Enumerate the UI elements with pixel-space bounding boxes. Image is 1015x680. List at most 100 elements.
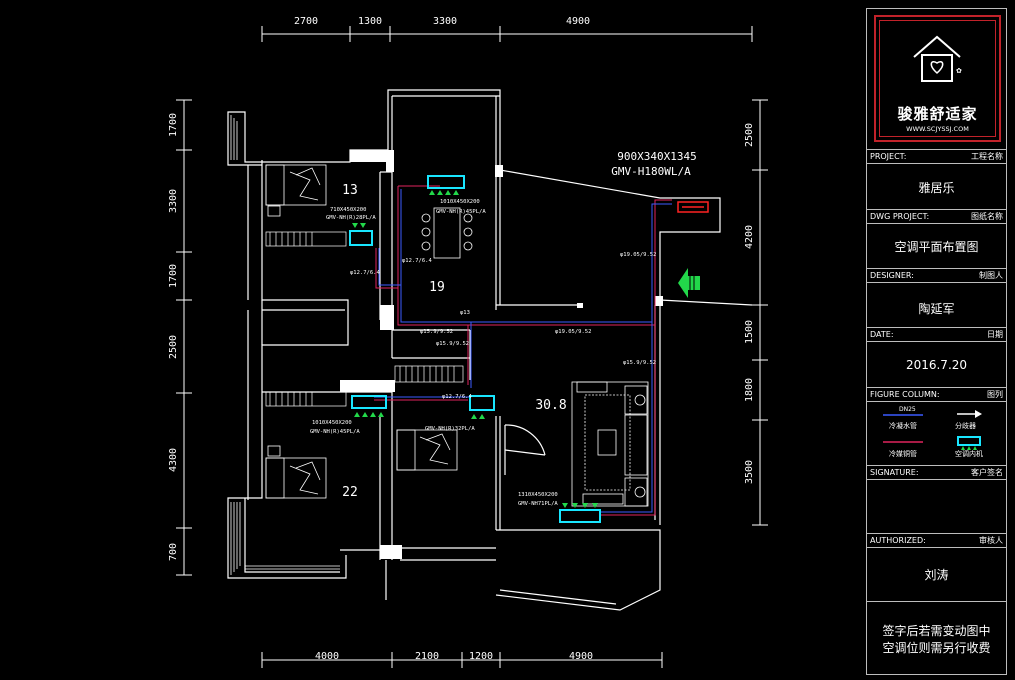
unit2-size: 1010X450X200: [440, 199, 480, 205]
outdoor-unit-size: 900X340X1345: [617, 150, 696, 163]
project-header: PROJECT: 工程名称: [867, 149, 1006, 164]
wall-columns: [340, 150, 663, 559]
legend-branch: 分歧器: [955, 422, 976, 430]
unit2-model: GMV-NH(R)45PL/A: [436, 209, 486, 215]
unit5-model: GMV-NH71PL/A: [518, 501, 558, 507]
dim-top-4: 4900: [566, 16, 590, 27]
figure-label-en: FIGURE COLUMN:: [870, 390, 940, 399]
unit5-size: 1310X450X200: [518, 492, 558, 498]
room-label-13: 13: [342, 183, 358, 198]
change-fee-note: 签字后若需变动图中 空调位则需另行收费: [867, 623, 1006, 657]
pipe-label-10: φ13: [460, 310, 470, 316]
figure-label-cn: 图列: [987, 390, 1003, 399]
outdoor-unit-model: GMV-H180WL/A: [611, 165, 691, 178]
bed-upper: [265, 164, 327, 217]
logo-company-name: 骏雅舒适家: [897, 105, 978, 123]
svg-text:✿: ✿: [956, 67, 962, 75]
floor-plan-drawing: 2700 1300 3300 4900 4000 2100 1200 4900 …: [168, 16, 768, 668]
condensate-pipe: [374, 189, 672, 513]
dim-left-4: 2500: [168, 335, 179, 359]
room-label-22: 22: [342, 485, 358, 500]
pipe-label-2: φ12.7/6.4: [350, 270, 380, 276]
indoor-unit-legend-icon: [957, 436, 981, 450]
dim-top-3: 3300: [433, 16, 457, 27]
living-room-sofa: [571, 381, 649, 507]
dim-bottom-2: 2100: [415, 651, 439, 662]
balcony-hatch: [230, 115, 340, 575]
pipe-label-5: φ15.9/9.52: [436, 341, 469, 347]
date-value: 2016.7.20: [905, 358, 968, 372]
dining-table: [421, 207, 473, 259]
pipe-label-4: φ15.9/9.52: [420, 329, 453, 335]
dwg-label-en: DWG PROJECT:: [870, 212, 930, 221]
indoor-unit-middle: [469, 395, 495, 411]
logo-inner-frame: [879, 20, 996, 137]
dim-right-3: 1500: [744, 320, 755, 344]
dim-bottom-1: 4000: [315, 651, 339, 662]
authorized-label-en: AUTHORIZED:: [870, 536, 926, 545]
indoor-unit-bedroom13: [349, 230, 373, 246]
unit1-size: 710X450X200: [330, 207, 366, 213]
legend-pipe-code: DN25: [899, 406, 916, 413]
indoor-unit-bedroom22: [351, 395, 387, 409]
unit3-size: 1010X450X200: [312, 420, 352, 426]
unit1-model: GMV-NH(R)28PL/A: [326, 215, 376, 221]
project-label-cn: 工程名称: [971, 152, 1003, 161]
pipe-label-1: φ12.7/6.4: [402, 258, 432, 264]
drawing-name-header: DWG PROJECT: 图纸名称: [867, 209, 1006, 224]
dwg-label-cn: 图纸名称: [971, 212, 1003, 221]
signature-label-en: SIGNATURE:: [870, 468, 919, 477]
bed-middle: [396, 429, 458, 471]
dim-bottom-4: 4900: [569, 651, 593, 662]
top-dimension-chain: [261, 26, 753, 42]
figure-column-header: FIGURE COLUMN: 图列: [867, 387, 1006, 402]
date-label-en: DATE:: [870, 330, 894, 339]
pipe-label-8: φ12.7/6.4: [442, 394, 472, 400]
legend-copper: 冷媒铜管: [889, 450, 917, 458]
legend-indoor-unit: 空调内机: [955, 450, 983, 458]
title-block: ✿ 骏雅舒适家 WWW.SCJYSSJ.COM PROJECT: 工程名称 雅居…: [866, 8, 1007, 675]
note-line-2: 空调位则需另行收费: [882, 641, 991, 655]
dim-left-2: 3300: [168, 189, 179, 213]
room-label-30: 30.8: [535, 398, 566, 413]
condensate-pipe-legend-icon: [883, 414, 923, 416]
project-value: 雅居乐: [918, 181, 955, 195]
authorized-label-cn: 审核人: [979, 536, 1003, 545]
wardrobe-hatch: [265, 231, 464, 407]
designer-value: 陶延军: [918, 302, 955, 316]
dim-right-5: 3500: [744, 460, 755, 484]
authorized-header: AUTHORIZED: 审核人: [867, 533, 1006, 548]
authorized-value: 刘涛: [924, 568, 949, 582]
walls: [227, 89, 753, 611]
house-icon: ✿: [913, 35, 962, 82]
note-divider: [867, 601, 1006, 602]
signature-header: SIGNATURE: 客户签名: [867, 465, 1006, 480]
room-label-19: 19: [429, 280, 445, 295]
airflow-arrows: [352, 190, 598, 508]
pipe-label-3: φ19.05/9.52: [620, 252, 656, 258]
dim-top-1: 2700: [294, 16, 318, 27]
designer-label-cn: 制图人: [979, 271, 1003, 280]
legend-condensate: 冷凝水管: [889, 422, 917, 430]
unit4-model: GMV-NH(R)32PL/A: [425, 426, 475, 432]
date-label-cn: 日期: [987, 330, 1003, 339]
dim-right-1: 2500: [744, 123, 755, 147]
branch-arrow-icon: [957, 410, 982, 418]
designer-label-en: DESIGNER:: [870, 271, 914, 280]
dim-right-4: 1800: [744, 378, 755, 402]
project-label-en: PROJECT:: [870, 152, 907, 161]
pipe-label-7: φ12.7/6.4: [352, 380, 382, 386]
designer-header: DESIGNER: 制图人: [867, 268, 1006, 283]
legend: DN25 冷凝水管 分歧器 冷媒铜管 空调内机: [867, 406, 1006, 463]
unit3-model: GMV-NH(R)45PL/A: [310, 429, 360, 435]
outdoor-unit: [677, 201, 709, 213]
dim-left-5: 4300: [168, 448, 179, 472]
bottom-dimension-chain: [261, 652, 663, 668]
indoor-unit-living: [559, 509, 601, 523]
right-dimension-chain: [752, 99, 768, 526]
dim-left-3: 1700: [168, 264, 179, 288]
drawing-name-value: 空调平面布置图: [894, 240, 979, 254]
dim-bottom-3: 1200: [469, 651, 493, 662]
refrigerant-pipe: [374, 185, 672, 516]
dim-left-1: 1700: [168, 113, 179, 137]
